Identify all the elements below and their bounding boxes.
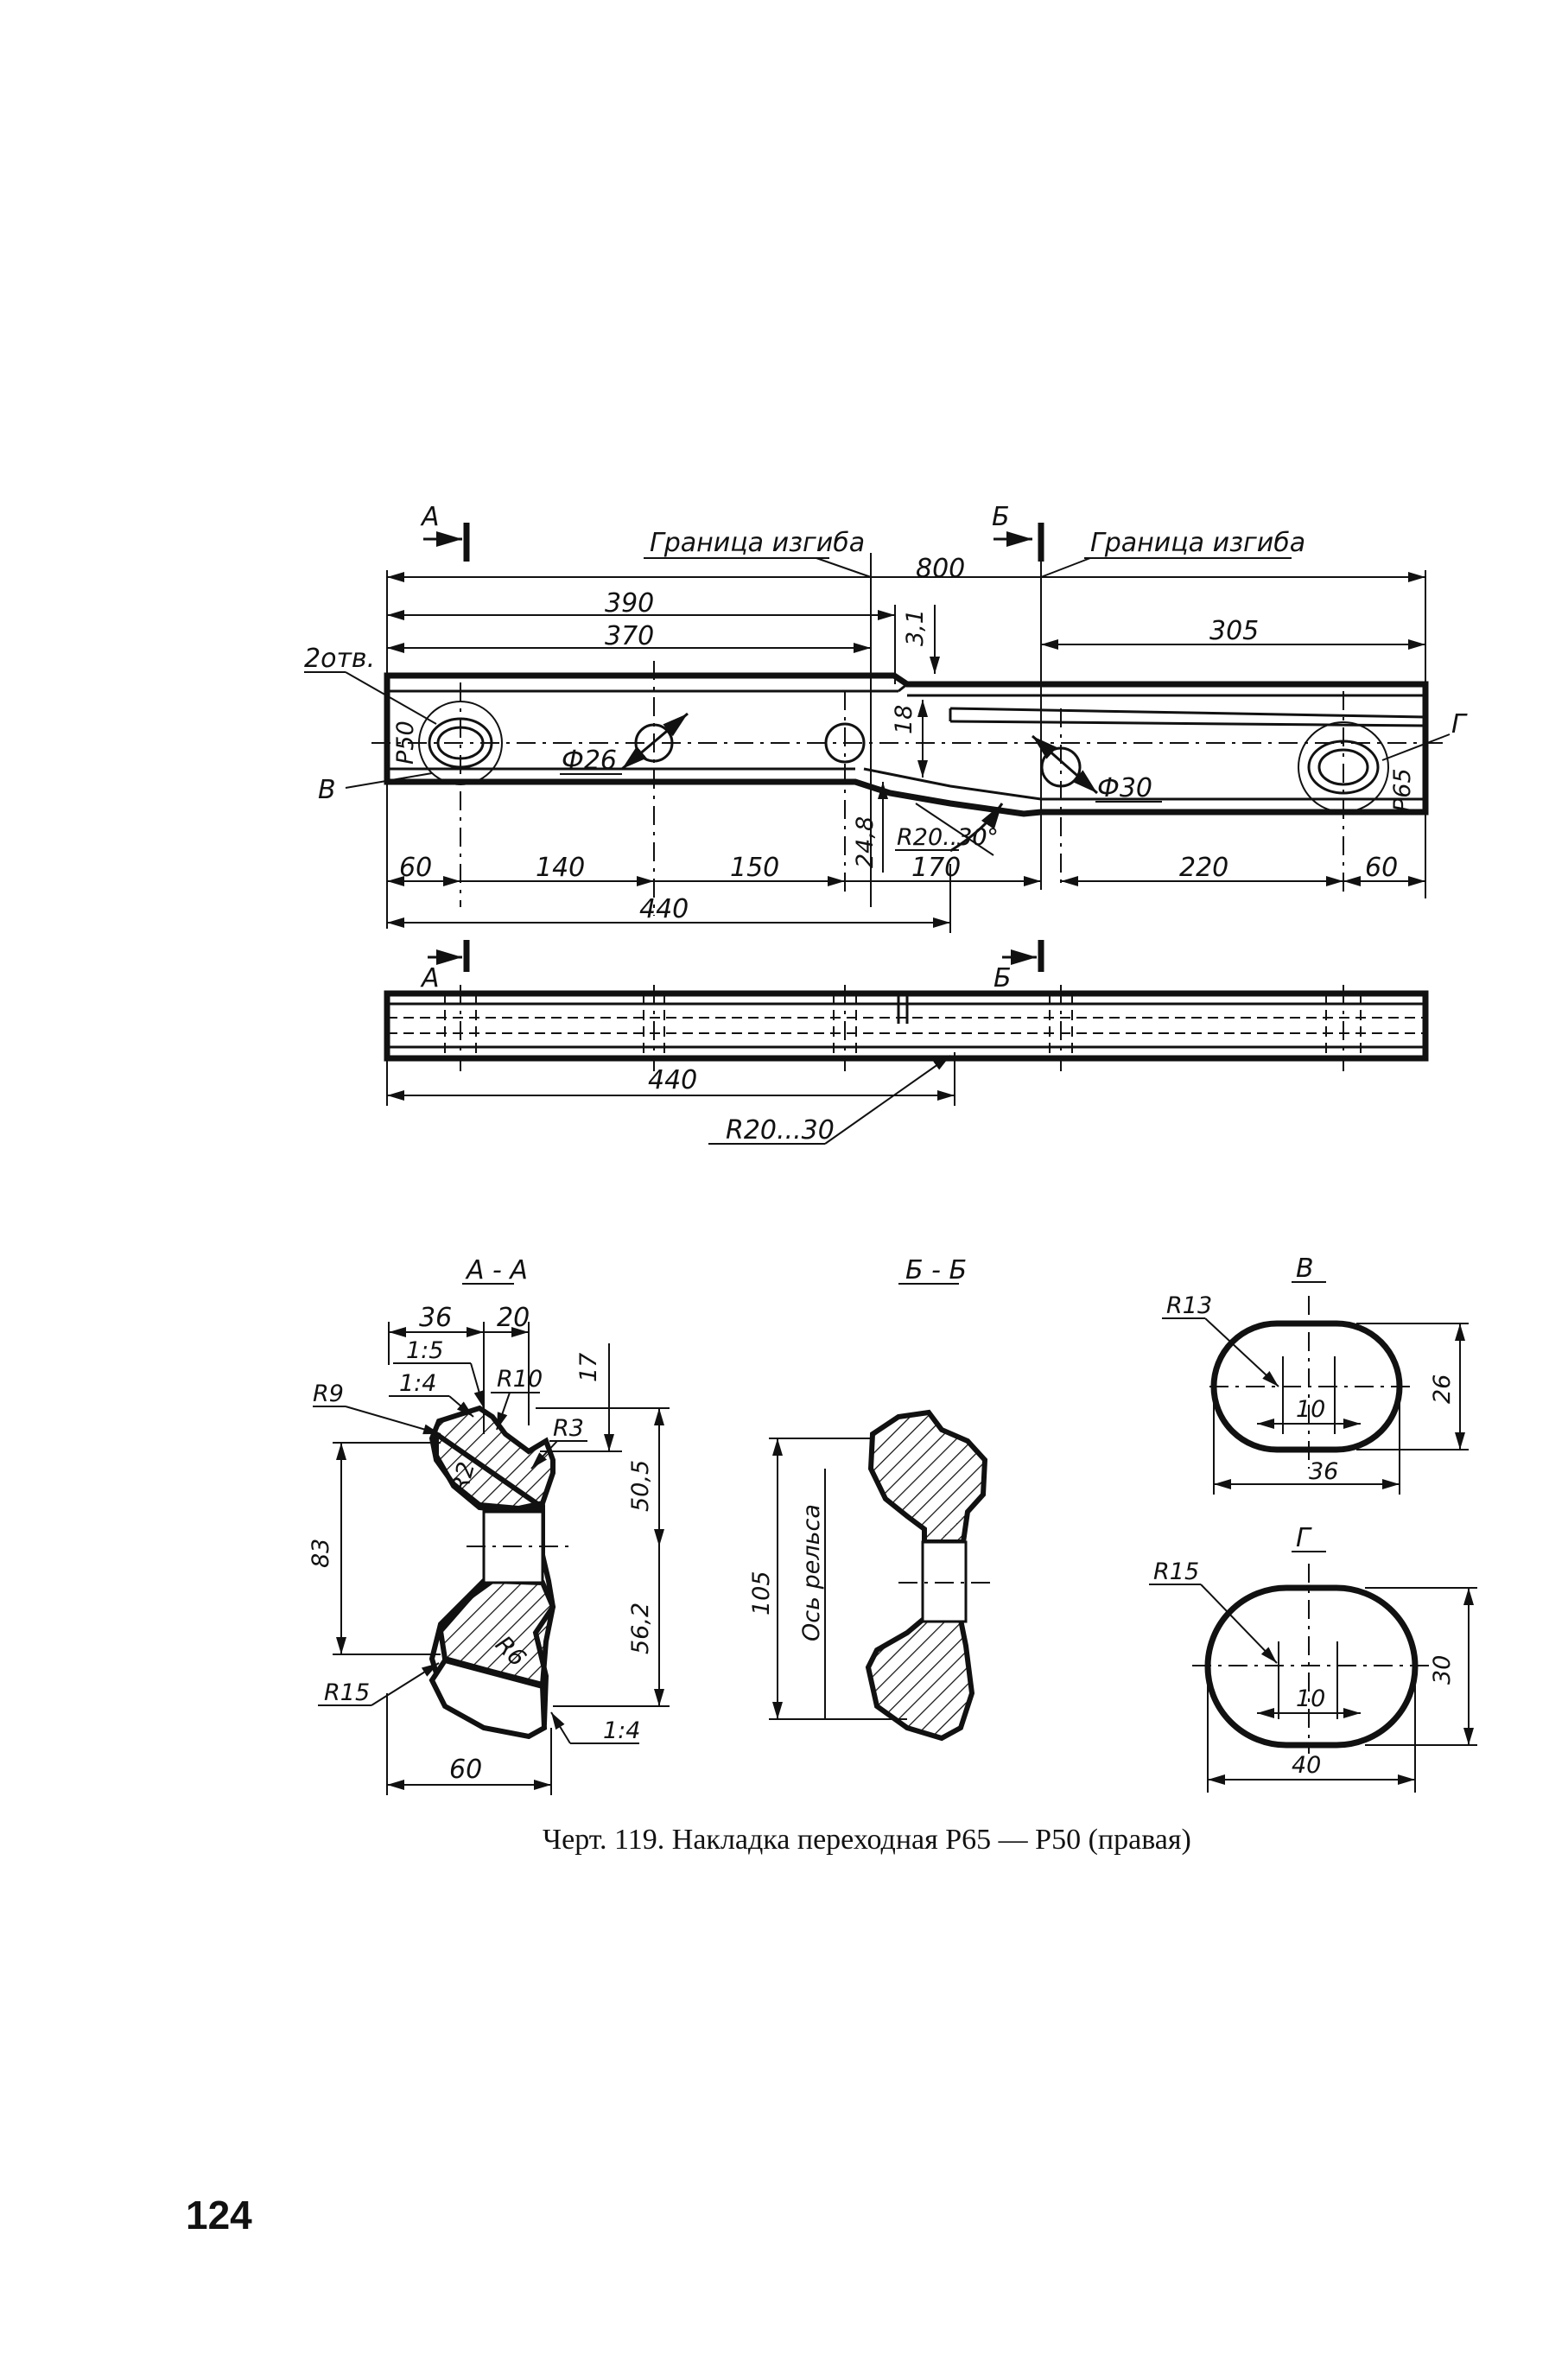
dim-140: 140 [536, 853, 585, 883]
detail-v-dim-26: 26 [1429, 1374, 1456, 1404]
dim-305: 305 [1209, 616, 1259, 646]
aa-r9: R9 [313, 1381, 344, 1407]
plate-plan-outline [371, 672, 1443, 817]
aa-dim-20: 20 [497, 1303, 530, 1333]
dim-370: 370 [605, 621, 654, 651]
label-g: Г [1451, 709, 1468, 739]
dim-60-right: 60 [1365, 853, 1398, 883]
section-bb: Б - Б 105 Ось рельса [748, 1255, 993, 1742]
detail-g: Г 10 R15 40 30 [1149, 1523, 1477, 1793]
aa-slope-1-4-bottom: 1:4 [603, 1717, 640, 1744]
section-mark-b-label: Б [992, 502, 1010, 532]
aa-r10: R10 [497, 1366, 543, 1393]
section-bb-title: Б - Б [905, 1255, 967, 1285]
detail-v-title: В [1296, 1254, 1314, 1284]
bb-dim-105: 105 [748, 1571, 775, 1615]
dim-24-8: 24,8 [852, 816, 879, 868]
dim-150: 150 [730, 853, 779, 883]
aa-dim-50-5: 50,5 [627, 1460, 654, 1512]
rail-p65-label: Р65 [1389, 768, 1416, 812]
detail-v-dim-36: 36 [1309, 1458, 1338, 1485]
hole-2-round [621, 661, 689, 916]
dim-30-deg: 30° [957, 824, 999, 851]
bend-boundary-right-label: Граница изгиба [1090, 528, 1305, 558]
hole-d30-label: Ф30 [1097, 773, 1152, 803]
figure-caption: Черт. 119. Накладка переходная Р65 — Р50… [543, 1824, 1191, 1856]
bend-boundary-left-label: Граница изгиба [650, 528, 865, 558]
aa-r15: R15 [324, 1679, 370, 1706]
hole-4-round [1032, 708, 1098, 890]
detail-g-dim-40: 40 [1292, 1752, 1321, 1779]
dim-r20-30-side: R20...30 [726, 1115, 835, 1146]
aa-dim-60: 60 [449, 1755, 482, 1785]
hole-3-round [824, 691, 866, 898]
dim-170: 170 [911, 853, 961, 883]
detail-v-r13: R13 [1166, 1292, 1212, 1319]
section-mark-a-lower: А [420, 963, 440, 993]
section-aa-title: А - А [465, 1255, 528, 1285]
hole-1-oval [418, 682, 503, 907]
dim-18: 18 [891, 705, 917, 734]
hole-d26-label: Ф26 [562, 746, 617, 776]
detail-g-r15: R15 [1153, 1558, 1199, 1585]
page-number: 124 [186, 2193, 252, 2238]
section-marker-b-top: Б [992, 502, 1044, 562]
dim-390: 390 [605, 588, 654, 619]
side-view: 440 R20...30 [384, 985, 1429, 1146]
section-markers-lower: А Б [420, 940, 1044, 993]
aa-slope-1-4: 1:4 [399, 1370, 436, 1397]
dim-440-side: 440 [648, 1065, 697, 1095]
bb-rail-axis: Ось рельса [798, 1504, 825, 1641]
section-mark-b-lower: Б [993, 963, 1012, 993]
dim-220: 220 [1179, 853, 1228, 883]
aa-slope-1-5: 1:5 [406, 1337, 443, 1364]
detail-g-dim-10: 10 [1296, 1685, 1325, 1712]
detail-g-title: Г [1296, 1523, 1312, 1553]
section-mark-a-label: А [420, 502, 440, 532]
hole-5-oval [1298, 691, 1389, 898]
aa-dim-83: 83 [308, 1539, 334, 1568]
dim-800: 800 [916, 554, 965, 584]
dim-r20-30: R20..30 [897, 824, 987, 851]
label-v: В [318, 775, 336, 805]
dim-60-left: 60 [399, 853, 432, 883]
aa-dim-17: 17 [575, 1353, 602, 1382]
section-aa: А - А 36 20 1:5 1:4 R10 R9 R2 R3 [308, 1255, 670, 1795]
two-holes-label: 2отв. [304, 644, 375, 674]
aa-r3: R3 [553, 1415, 584, 1442]
detail-v: В 10 R13 36 26 [1162, 1254, 1469, 1495]
plan-view: А Б Граница изгиба Граница изгиба 800 39… [304, 502, 1468, 933]
rail-p50-label: Р50 [392, 720, 419, 765]
dim-3-1: 3,1 [902, 609, 929, 646]
aa-dim-36: 36 [419, 1303, 452, 1333]
detail-g-dim-30: 30 [1429, 1655, 1456, 1685]
aa-dim-56-2: 56,2 [627, 1603, 654, 1654]
detail-v-dim-10: 10 [1296, 1396, 1325, 1423]
dim-440-top: 440 [639, 894, 689, 924]
section-marker-a-top: А [420, 502, 470, 562]
